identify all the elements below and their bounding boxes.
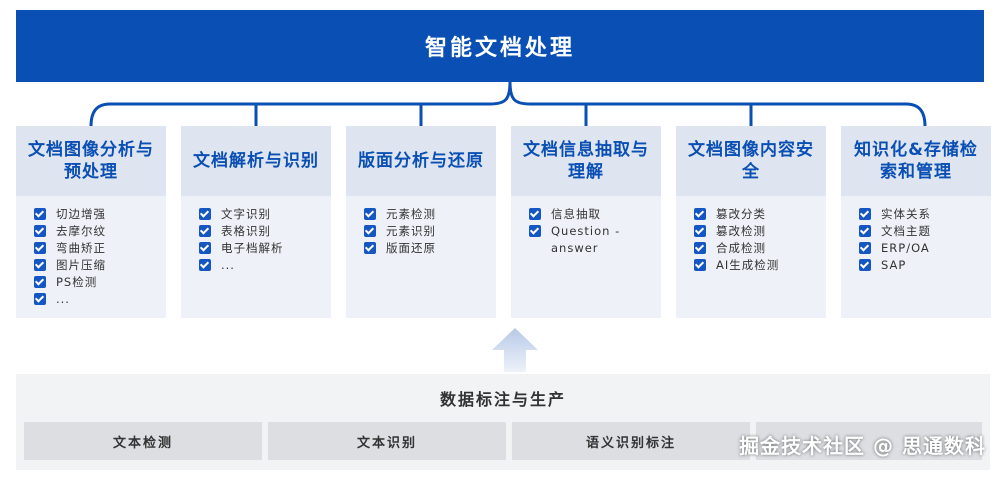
list-item: 元素识别 [364,223,496,240]
list-item: SAP [859,257,991,274]
card-title: 版面分析与还原 [346,126,496,196]
list-item: 实体关系 [859,206,991,223]
list-item-label: 版面还原 [386,241,436,255]
list-item-label: Question -answer [551,224,621,255]
card-list: 元素检测元素识别版面还原 [346,196,496,257]
list-item: 合成检测 [694,240,826,257]
list-item: ... [199,257,331,274]
top-banner: 智能文档处理 [16,10,984,82]
list-item: AI生成检测 [694,257,826,274]
list-item-label: PS检测 [56,275,98,289]
card-6: 知识化&存储检索和管理实体关系文档主题 ERP/OA SAP [841,126,991,318]
list-item: PS检测 [34,274,166,291]
checkbox-icon [694,242,706,254]
list-item: 文档主题 [859,223,991,240]
checkbox-icon [199,242,211,254]
card-title: 文档图像内容安全 [676,126,826,196]
card-title: 文档图像分析与预处理 [16,126,166,196]
checkbox-icon [34,242,46,254]
list-item-label: 信息抽取 [551,207,601,221]
checkbox-icon [364,242,376,254]
checkbox-icon [34,208,46,220]
card-4: 文档信息抽取与理解信息抽取 Question -answer [511,126,661,318]
checkbox-icon [859,259,871,271]
list-item: ERP/OA [859,240,991,257]
checkbox-icon [859,208,871,220]
list-item-label: 篡改检测 [716,224,766,238]
card-title: 文档信息抽取与理解 [511,126,661,196]
card-2: 文档解析与识别文字识别表格识别电子档解析... [181,126,331,318]
arrow-up-icon [492,328,538,372]
list-item-label: 元素识别 [386,224,436,238]
list-item-label: 合成检测 [716,241,766,255]
bottom-cell-semantic-labeling: 语义识别标注 [512,422,750,460]
checkbox-icon [199,225,211,237]
bottom-cell-extra [756,422,982,460]
list-item: 信息抽取 [529,206,661,223]
list-item: 去摩尔纹 [34,223,166,240]
list-item: Question -answer [529,223,661,257]
checkbox-icon [34,293,46,305]
list-item-label: 文字识别 [221,207,271,221]
checkbox-icon [364,208,376,220]
list-item-label: 文档主题 [881,224,931,238]
card-title: 知识化&存储检索和管理 [841,126,991,196]
checkbox-icon [859,242,871,254]
list-item: 表格识别 [199,223,331,240]
list-item-label: 图片压缩 [56,258,106,272]
checkbox-icon [859,225,871,237]
checkbox-icon [694,208,706,220]
card-1: 文档图像分析与预处理切边增强去摩尔纹弯曲矫正图片压缩 PS检测... [16,126,166,318]
list-item: 电子档解析 [199,240,331,257]
checkbox-icon [199,259,211,271]
list-item-label: 元素检测 [386,207,436,221]
bottom-title: 数据标注与生产 [439,390,566,409]
list-item-label: ... [56,292,70,306]
list-item-label: 切边增强 [56,207,106,221]
list-item-label: 弯曲矫正 [56,241,106,255]
list-item-label: 去摩尔纹 [56,224,106,238]
list-item-label: 篡改分类 [716,207,766,221]
checkbox-icon [694,259,706,271]
card-list: 切边增强去摩尔纹弯曲矫正图片压缩 PS检测... [16,196,166,308]
card-list: 文字识别表格识别电子档解析... [181,196,331,274]
checkbox-icon [529,225,541,237]
list-item-label: 实体关系 [881,207,931,221]
card-list: 实体关系文档主题 ERP/OA SAP [841,196,991,274]
checkbox-icon [199,208,211,220]
checkbox-icon [34,225,46,237]
list-item: 版面还原 [364,240,496,257]
top-title: 智能文档处理 [424,36,575,61]
bottom-cell-text-detection: 文本检测 [24,422,262,460]
list-item-label: 电子档解析 [221,241,284,255]
list-item: 篡改检测 [694,223,826,240]
card-title: 文档解析与识别 [181,126,331,196]
checkbox-icon [34,276,46,288]
card-5: 文档图像内容安全篡改分类篡改检测合成检测 AI生成检测 [676,126,826,318]
list-item-label: ... [221,258,235,272]
list-item: 元素检测 [364,206,496,223]
list-item: 篡改分类 [694,206,826,223]
list-item: 切边增强 [34,206,166,223]
list-item: 图片压缩 [34,257,166,274]
list-item-label: 表格识别 [221,224,271,238]
bottom-cell-text-recognition: 文本识别 [268,422,506,460]
bottom-panel: 数据标注与生产 文本检测 文本识别 语义识别标注 [16,374,990,470]
list-item-label: SAP [881,258,907,272]
list-item-label: ERP/OA [881,241,930,255]
card-list: 篡改分类篡改检测合成检测 AI生成检测 [676,196,826,274]
checkbox-icon [364,225,376,237]
list-item: ... [34,291,166,308]
card-list: 信息抽取 Question -answer [511,196,661,257]
list-item: 弯曲矫正 [34,240,166,257]
list-item-label: AI生成检测 [716,258,780,272]
watermark: 掘金技术社区 @ 思通数科 [739,434,986,458]
checkbox-icon [529,208,541,220]
card-3: 版面分析与还原元素检测元素识别版面还原 [346,126,496,318]
list-item: 文字识别 [199,206,331,223]
checkbox-icon [694,225,706,237]
checkbox-icon [34,259,46,271]
